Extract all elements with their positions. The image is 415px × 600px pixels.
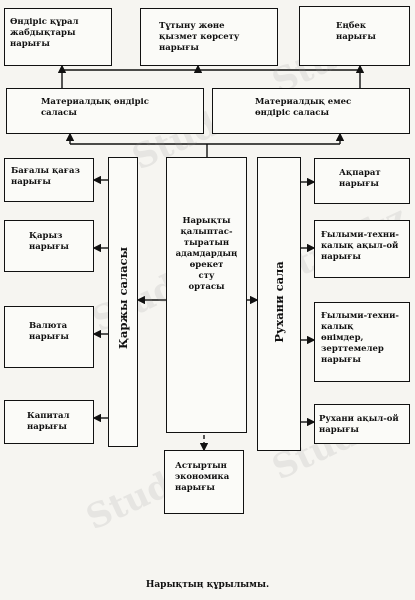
spiritual-sector-box	[257, 157, 301, 451]
shadow-economy-market-box: Астыртын экономика нарығы	[164, 450, 244, 514]
non-material-production-box: Материалдық емес өндіріс саласы	[212, 88, 410, 134]
labor-market-box: Еңбек нарығы	[299, 6, 410, 66]
scitech-products-market-box: Ғылыми-техни- калық өнімдер, зерттемелер…	[314, 302, 410, 382]
spiritual-sector-label: Рухани сала	[272, 261, 286, 343]
center-environment-box: Нарықты қалыптас- тыратын адамдардың өре…	[166, 157, 247, 433]
diagram-caption: Нарықтың құрылымы.	[145, 580, 270, 590]
finance-sector-label: Қаржы саласы	[116, 246, 130, 349]
capital-market-box: Капитал нарығы	[4, 400, 94, 444]
material-production-box: Материалдық өндіріс саласы	[6, 88, 204, 134]
spiritual-ideas-market-box: Рухани ақыл-ой нарығы	[314, 404, 410, 444]
loan-market-box: Қарыз нарығы	[4, 220, 94, 272]
finance-sector-box	[108, 157, 138, 447]
consumer-goods-market-box: Тұтыну жөне қызмет көрсету нарығы	[140, 8, 278, 66]
securities-market-box: Бағалы қағаз нарығы	[4, 158, 94, 202]
currency-market-box: Валюта нарығы	[4, 306, 94, 368]
scitech-ideas-market-box: Ғылыми-техни- калық ақыл-ой нарығы	[314, 220, 410, 278]
information-market-box: Ақпарат нарығы	[314, 158, 410, 204]
top-connector	[61, 69, 361, 88]
means-production-market-box: Өндіріс құрал жабдықтары нарығы	[4, 8, 112, 66]
